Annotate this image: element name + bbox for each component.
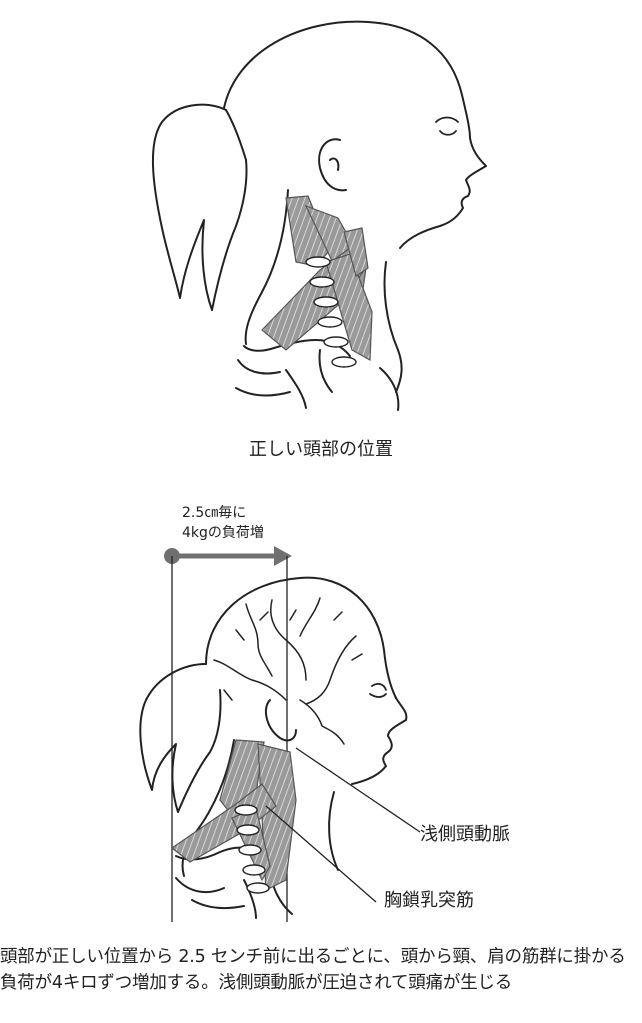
neck-back [244, 189, 289, 345]
artery-label: 浅側頭動脈 [420, 824, 510, 845]
head-outline [223, 20, 471, 139]
top-figure-caption: 正しい頭部の位置 [249, 439, 393, 460]
ponytail-2 [139, 663, 222, 813]
figure-description: 頭部が正しい位置から 2.5 センチ前に出るごとに、頭から頸、肩の筋群に掛かる負… [0, 947, 626, 993]
muscle-label: 胸鎖乳突筋 [384, 890, 474, 911]
neck-muscles-bottom [170, 739, 297, 894]
eye [435, 116, 459, 136]
muscle-leader-line [265, 805, 377, 903]
neck-front-2 [328, 791, 339, 871]
shift-annotation: 2.5㎝毎に 4kgの負荷増 [164, 505, 292, 922]
neck-front [383, 261, 403, 393]
eye-2 [369, 683, 387, 698]
ear [318, 138, 347, 192]
shift-label-line1: 2.5㎝毎に [182, 505, 246, 521]
cerebral-arteries [213, 597, 363, 745]
neck-back-2 [181, 739, 235, 877]
face-profile-2 [351, 697, 408, 785]
callouts: 浅側頭動脈 胸鎖乳突筋 [265, 747, 510, 911]
ponytail [151, 103, 248, 311]
shift-arrow-head [274, 546, 292, 566]
artery-leader-line [295, 747, 421, 833]
neck-muscles-top [261, 195, 373, 368]
ear-2 [264, 699, 297, 742]
face-profile [399, 137, 487, 249]
head-outline-2 [205, 576, 397, 699]
forward-head-figure [139, 576, 408, 919]
shoulder-hand [235, 339, 400, 411]
shoulder-hand-2 [175, 846, 293, 919]
shift-label-line2: 4kgの負荷増 [182, 525, 264, 541]
